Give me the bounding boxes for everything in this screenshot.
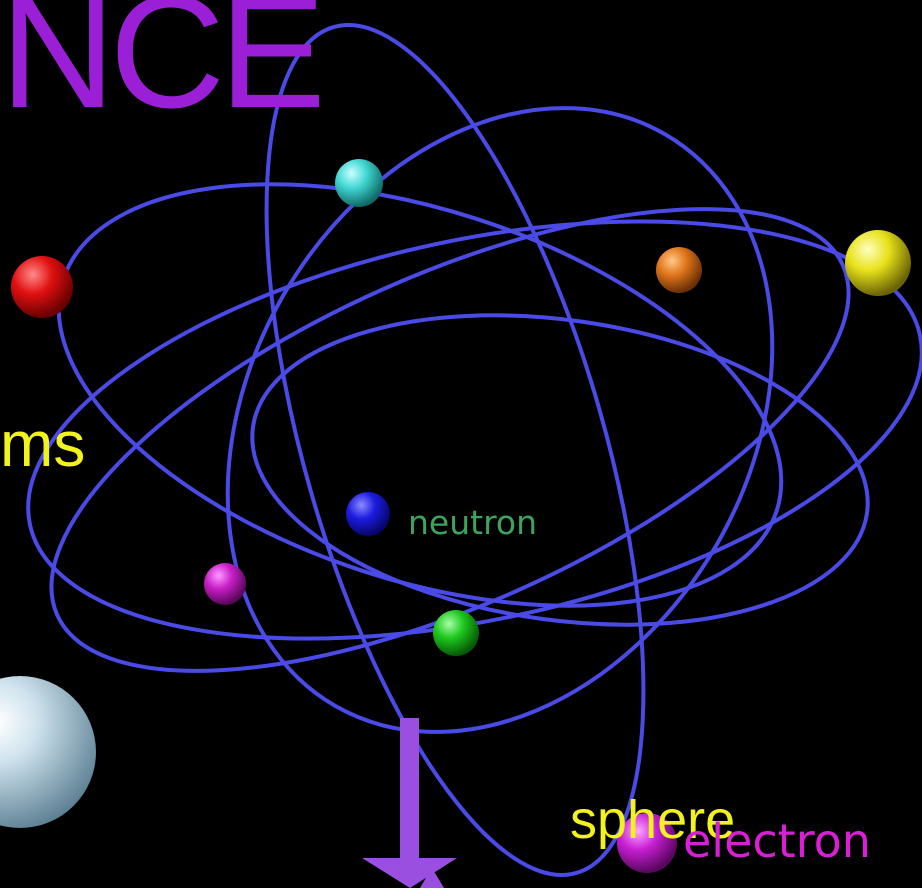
up-arrow-icon — [420, 868, 444, 888]
page-title-fragment: NCE — [0, 0, 326, 141]
orange-particle-icon — [656, 247, 702, 293]
large-sphere-icon — [0, 676, 96, 828]
orbit-2 — [56, 182, 784, 608]
orbit-3 — [49, 207, 851, 673]
orbit-4 — [264, 23, 646, 877]
cyan-particle-icon — [335, 159, 383, 207]
electron-label: electron — [683, 814, 871, 868]
down-arrow-icon — [362, 718, 457, 888]
neutron-label: neutron — [408, 503, 538, 542]
red-particle-icon — [11, 256, 73, 318]
electron-particle-icon — [617, 813, 677, 873]
orbit-6 — [250, 313, 870, 627]
blue-particle-icon — [346, 492, 390, 536]
magenta-particle-icon — [204, 563, 246, 605]
yellow-particle-icon — [845, 230, 911, 296]
orbit-5 — [225, 106, 775, 734]
green-particle-icon — [433, 610, 479, 656]
sphere-caption: sphere — [570, 790, 736, 850]
text-fragment: ms — [0, 408, 86, 480]
